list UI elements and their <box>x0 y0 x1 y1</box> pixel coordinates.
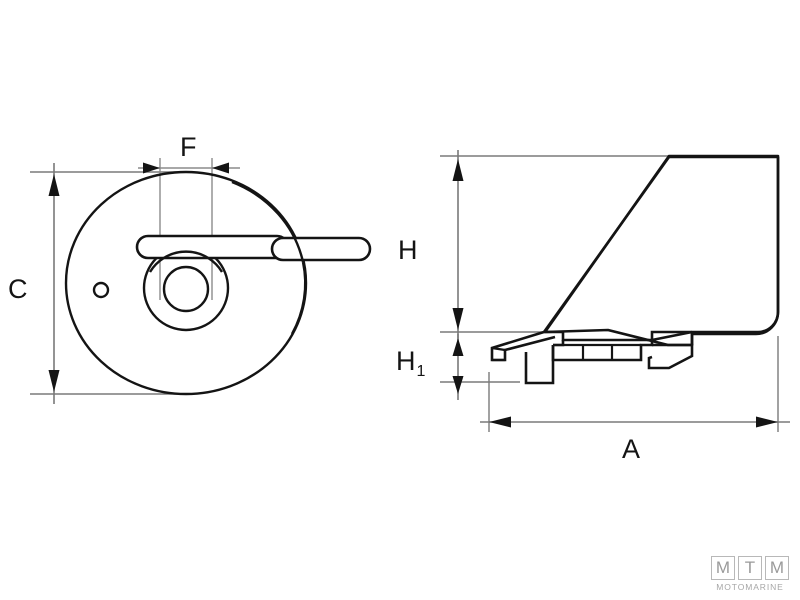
arrowhead-F-right <box>212 162 229 174</box>
slot-bar-left <box>135 234 290 260</box>
dimension-label-H: H <box>398 235 418 265</box>
arrowhead-H-bottom <box>452 308 464 330</box>
side-view <box>440 150 790 432</box>
foot-top-plate <box>544 330 692 342</box>
center-bore-circle <box>162 265 210 313</box>
foot-left-tab <box>524 345 555 385</box>
arrowhead-A-left <box>489 416 511 428</box>
dimension-label-F: F <box>180 132 197 162</box>
foot-left-wing <box>490 330 556 362</box>
disc-arc-upper-right <box>231 180 305 263</box>
dimension-A <box>480 416 790 428</box>
arrowhead-H-top <box>452 159 464 181</box>
foot-right-wing <box>647 343 694 370</box>
front-view <box>30 158 372 404</box>
dimension-H1 <box>452 334 464 400</box>
logo-letter-m2: M <box>765 556 789 580</box>
counterbore-arc-top <box>148 250 224 273</box>
body-right-edge <box>692 157 780 334</box>
arrowhead-H1-bottom <box>452 376 464 394</box>
body-diagonal-edge <box>542 156 671 333</box>
side-view-extension-lines <box>440 155 700 383</box>
mtm-motomarine-logo: M T M MOTOMARINE <box>708 556 792 592</box>
logo-letter-marks: M T M <box>708 556 792 580</box>
dimension-label-A: A <box>622 434 641 464</box>
disc-arc-lower-right <box>290 261 307 335</box>
foot-right-wing-top <box>651 330 694 345</box>
arrowhead-A-right <box>756 416 778 428</box>
arrowhead-C-top <box>48 174 60 196</box>
foot-center-boss <box>551 340 654 362</box>
dimension-H <box>452 150 464 338</box>
arrowhead-F-left <box>143 162 160 174</box>
dimension-label-H1: H1 <box>396 346 426 380</box>
foot-left-tip-detail <box>491 346 506 362</box>
dimension-F <box>138 158 240 300</box>
foot-boss-ribs <box>553 343 641 360</box>
logo-wordmark: MOTOMARINE <box>716 582 784 592</box>
arrowhead-H1-top <box>452 338 464 356</box>
logo-letter-t: T <box>738 556 762 580</box>
dimension-C <box>48 163 60 404</box>
small-hole-circle <box>92 281 110 299</box>
dimension-label-C: C <box>8 274 28 304</box>
arrowhead-C-bottom <box>48 370 60 392</box>
slot-bar-right <box>270 236 372 262</box>
body-profile-strokes <box>542 155 780 334</box>
dimension-label-H1-subscript: 1 <box>416 363 426 380</box>
body-profile-wedge <box>543 154 780 347</box>
logo-letter-m1: M <box>711 556 735 580</box>
